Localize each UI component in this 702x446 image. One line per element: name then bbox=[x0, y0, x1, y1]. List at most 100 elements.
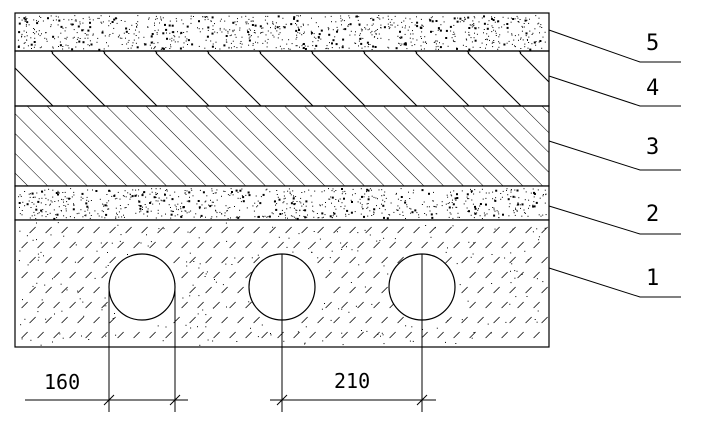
stipple-dot bbox=[103, 204, 105, 206]
stipple-dot bbox=[430, 30, 432, 33]
stipple-dot bbox=[492, 191, 494, 193]
stipple-dot bbox=[149, 202, 152, 204]
stipple-dot bbox=[355, 43, 357, 44]
stipple-dot bbox=[459, 216, 460, 218]
concrete-dot bbox=[59, 333, 61, 335]
stipple-dot bbox=[538, 22, 540, 24]
stipple-dot bbox=[182, 206, 185, 208]
concrete-dot bbox=[425, 225, 427, 226]
stipple-dot bbox=[513, 210, 515, 212]
stipple-dot bbox=[76, 42, 78, 44]
stipple-dot bbox=[435, 34, 437, 36]
stipple-dot bbox=[533, 196, 535, 198]
stipple-dot bbox=[397, 209, 399, 211]
stipple-dot bbox=[71, 23, 74, 26]
stipple-dot bbox=[344, 190, 346, 192]
concrete-dash bbox=[109, 226, 116, 234]
concrete-dash bbox=[37, 241, 44, 249]
stipple-dot bbox=[155, 200, 157, 202]
stipple-dot bbox=[538, 41, 540, 43]
stipple-dot bbox=[327, 48, 329, 50]
stipple-dot bbox=[377, 198, 378, 200]
concrete-dot bbox=[27, 264, 29, 266]
stipple-dot bbox=[136, 25, 137, 27]
stipple-dot bbox=[445, 37, 448, 39]
concrete-dot bbox=[202, 309, 204, 311]
concrete-dot bbox=[50, 234, 52, 236]
stipple-dot bbox=[45, 204, 47, 206]
stipple-dot bbox=[293, 196, 295, 198]
concrete-dot bbox=[304, 342, 306, 344]
stipple-dot bbox=[331, 21, 332, 23]
concrete-dot bbox=[380, 335, 381, 337]
stipple-dot bbox=[18, 31, 21, 34]
stipple-dot bbox=[118, 211, 120, 213]
concrete-dash bbox=[53, 301, 60, 309]
concrete-dot bbox=[534, 319, 536, 320]
stipple-dot bbox=[448, 216, 450, 218]
concrete-dot bbox=[526, 296, 528, 297]
stipple-dot bbox=[68, 197, 71, 200]
stipple-dot bbox=[248, 34, 249, 36]
stipple-dot bbox=[89, 18, 91, 20]
stipple-dot bbox=[434, 41, 436, 43]
stipple-dot bbox=[82, 22, 84, 24]
stipple-dot bbox=[336, 26, 338, 28]
stipple-dot bbox=[52, 189, 54, 191]
stipple-dot bbox=[535, 41, 537, 43]
stipple-dot bbox=[125, 37, 126, 39]
stipple-dot bbox=[436, 40, 438, 42]
stipple-dot bbox=[33, 196, 35, 198]
stipple-dot bbox=[310, 195, 312, 197]
stipple-dot bbox=[148, 17, 150, 19]
stipple-dot bbox=[371, 195, 373, 197]
concrete-dash bbox=[101, 241, 108, 249]
stipple-dot bbox=[99, 198, 101, 200]
stipple-dot bbox=[39, 15, 40, 17]
concrete-dot bbox=[346, 246, 347, 248]
stipple-dot bbox=[102, 21, 104, 23]
stipple-dot bbox=[540, 24, 542, 26]
stipple-dot bbox=[371, 34, 373, 36]
stipple-dot bbox=[133, 39, 135, 41]
stipple-dot bbox=[196, 203, 198, 205]
stipple-dot bbox=[31, 48, 32, 49]
stipple-dot bbox=[66, 36, 68, 38]
stipple-dot bbox=[29, 196, 31, 198]
stipple-dot bbox=[488, 20, 490, 22]
stipple-dot bbox=[102, 203, 104, 205]
stipple-dot bbox=[541, 27, 543, 28]
concrete-dash bbox=[29, 256, 36, 264]
stipple-dot bbox=[342, 38, 345, 41]
stipple-dot bbox=[64, 30, 66, 32]
concrete-dash bbox=[245, 331, 252, 339]
stipple-dot bbox=[447, 45, 449, 47]
stipple-dot bbox=[486, 213, 488, 215]
stipple-dot bbox=[34, 29, 35, 31]
stipple-dot bbox=[221, 195, 222, 197]
concrete-dot bbox=[470, 256, 472, 258]
stipple-dot bbox=[30, 37, 32, 39]
stipple-dot bbox=[253, 48, 255, 50]
stipple-dot bbox=[248, 194, 251, 197]
stipple-dot bbox=[331, 196, 334, 199]
stipple-dot bbox=[430, 17, 432, 19]
stipple-dot bbox=[399, 37, 401, 39]
stipple-dot bbox=[272, 23, 274, 25]
stipple-dot bbox=[479, 203, 482, 205]
stipple-dot bbox=[421, 189, 424, 192]
stipple-dot bbox=[422, 25, 424, 27]
stipple-dot bbox=[155, 188, 157, 190]
stipple-dot bbox=[328, 29, 330, 31]
stipple-dot bbox=[71, 19, 73, 21]
stipple-dot bbox=[410, 41, 412, 43]
stipple-dot bbox=[162, 47, 165, 50]
stipple-dot bbox=[41, 190, 43, 193]
stipple-dot bbox=[352, 188, 354, 190]
stipple-dot bbox=[56, 213, 59, 216]
stipple-dot bbox=[286, 43, 288, 45]
stipple-dot bbox=[299, 46, 300, 48]
stipple-dot bbox=[450, 191, 451, 193]
stipple-dot bbox=[474, 27, 475, 29]
stipple-dot bbox=[528, 199, 530, 201]
